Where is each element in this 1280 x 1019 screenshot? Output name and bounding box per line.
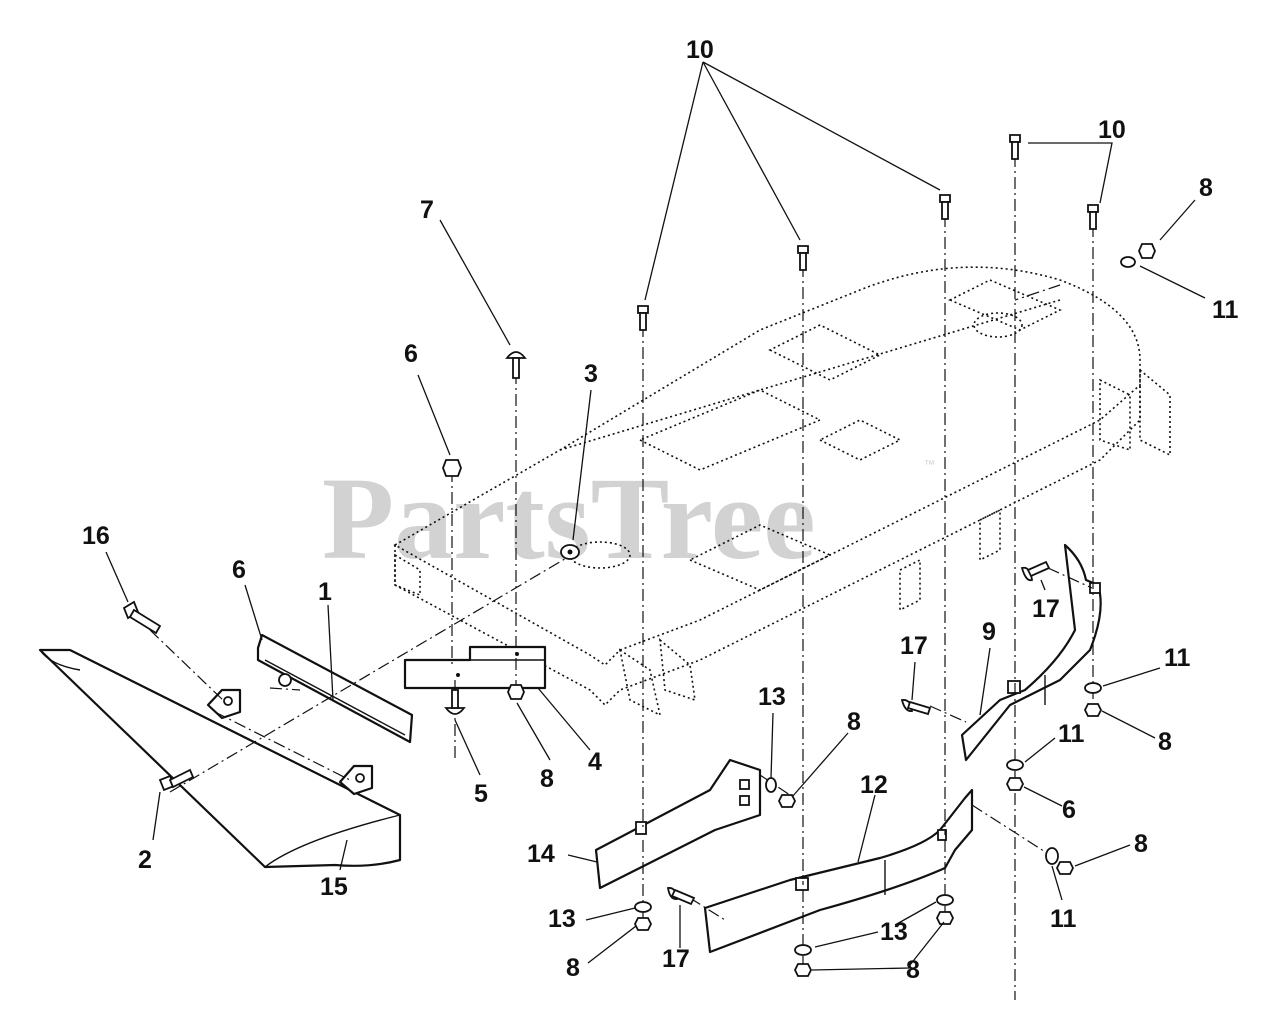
callout-label: 16	[82, 522, 110, 550]
bolt-icon	[797, 245, 809, 271]
carriage-bolt-icon	[1020, 560, 1051, 582]
callout-label: 3	[584, 360, 598, 388]
callout-label: 11	[1164, 644, 1191, 672]
callout-label: 6	[232, 556, 246, 584]
callout-label: 2	[138, 846, 152, 874]
nut-icon	[442, 459, 462, 477]
callout-label: 6	[404, 340, 418, 368]
bolt-icon	[1087, 204, 1099, 230]
callout-label: 15	[320, 873, 348, 901]
discharge-chute	[38, 648, 402, 869]
hardware	[122, 134, 1156, 977]
washer-icon	[634, 901, 652, 913]
callout-label: 8	[906, 956, 920, 984]
callout-label: 5	[474, 780, 488, 808]
nut-icon	[793, 963, 813, 977]
bolt-icon	[637, 305, 649, 331]
callout-label: 17	[900, 632, 928, 660]
nut-icon	[1005, 777, 1025, 791]
callout-label: 6	[1062, 796, 1076, 824]
washer-icon	[936, 894, 954, 906]
nut-icon	[1083, 703, 1103, 717]
washer-icon	[1084, 682, 1102, 694]
callout-label: 14	[527, 840, 555, 868]
callout-label: 8	[847, 708, 861, 736]
callout-label: 11	[1050, 905, 1077, 933]
washer-icon	[1006, 759, 1024, 771]
washer-icon	[1120, 256, 1136, 268]
chute-hinge-tabs	[206, 688, 374, 796]
assembly-axis-lines	[149, 155, 1094, 1000]
carriage-bolt-icon	[444, 689, 466, 715]
bolt-icon	[939, 194, 951, 220]
left-baffle	[594, 758, 762, 890]
bushing-icon	[560, 544, 580, 560]
nut-icon	[507, 684, 525, 700]
watermark-trademark: ™	[924, 459, 935, 471]
washer-icon	[794, 944, 812, 956]
nut-icon	[777, 794, 797, 808]
callout-label: 7	[420, 196, 434, 224]
right-baffle	[960, 543, 1102, 762]
nut-icon	[1055, 861, 1075, 875]
callout-label: 4	[588, 748, 602, 776]
bolt-icon	[1009, 134, 1021, 160]
callout-label: 12	[860, 771, 888, 799]
callout-label: 8	[1199, 174, 1213, 202]
callout-label: 13	[880, 918, 908, 946]
callout-label: 8	[1158, 728, 1172, 756]
callout-label: 13	[548, 905, 576, 933]
baffle-plate	[403, 645, 547, 690]
callout-label: 8	[566, 954, 580, 982]
rear-baffle	[703, 788, 974, 954]
callout-label: 1	[318, 578, 332, 606]
callout-label: 9	[982, 618, 996, 646]
carriage-bolt-icon	[505, 351, 527, 379]
carriage-bolt-icon	[900, 699, 932, 716]
watermark-text: PartsTree	[322, 453, 816, 584]
nut-icon	[1138, 243, 1156, 259]
callout-label: 10	[1098, 116, 1126, 144]
callout-labels: 10 10 7 8 11 6 3 16 6 1 17 17 9 11 13 8 …	[82, 36, 1239, 984]
bolt-icon	[122, 600, 162, 635]
nut-icon	[935, 911, 955, 925]
callout-label: 8	[540, 765, 554, 793]
callout-label: 13	[758, 683, 786, 711]
mower-deck-housing	[393, 266, 1171, 717]
callout-label: 17	[1032, 595, 1060, 623]
callout-label: 11	[1212, 296, 1239, 324]
carriage-bolt-icon	[666, 887, 696, 906]
bolt-icon	[158, 768, 195, 792]
callout-label: 11	[1058, 720, 1085, 748]
washer-icon	[1045, 847, 1059, 865]
washer-icon	[765, 777, 777, 793]
callout-label: 17	[662, 945, 690, 973]
nut-icon	[633, 917, 653, 931]
callout-label: 8	[1134, 830, 1148, 858]
callout-label: 10	[686, 36, 714, 64]
leader-lines	[105, 61, 1206, 971]
